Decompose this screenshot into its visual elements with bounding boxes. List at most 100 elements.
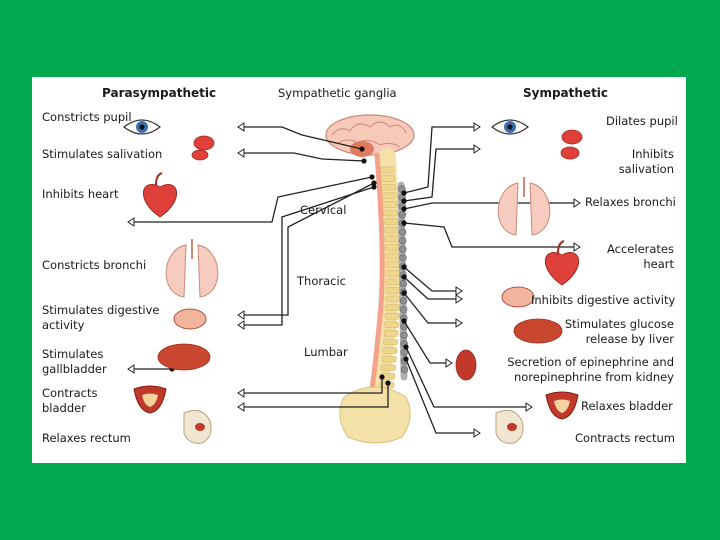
region-thoracic: Thoracic: [297, 274, 346, 289]
pathway-arrow: [128, 218, 134, 226]
pathway-arrow: [474, 123, 480, 131]
symp-stomach-icon: [502, 287, 534, 307]
para-relaxes-rectum: Relaxes rectum: [42, 431, 131, 446]
symp-salivary-gland-icon-2: [561, 147, 579, 159]
vertebra: [383, 348, 397, 354]
symp-pathway-pupil: [404, 127, 480, 193]
pathway-arrow: [238, 403, 244, 411]
vertebra: [385, 322, 399, 328]
vertebra: [384, 330, 398, 336]
pathway-arrow: [456, 319, 462, 327]
vertebra: [381, 176, 395, 182]
pathway-arrow: [128, 365, 134, 373]
symp-pathway-liver: [404, 293, 462, 323]
para-pathway-salivation: [238, 153, 364, 161]
region-cervical: Cervical: [300, 203, 346, 218]
ganglion: [400, 297, 407, 304]
symp-rectum-icon: [496, 410, 523, 443]
symp-inhibits-salivation: Inhibits salivation: [602, 147, 674, 177]
para-salivary-gland-icon-2: [192, 150, 208, 160]
vertebra: [381, 184, 395, 190]
vertebra: [383, 201, 397, 207]
pathway-arrow: [474, 145, 480, 153]
ganglion: [399, 211, 406, 218]
symp-stimulates-glucose: Stimulates glucose release by liver: [552, 317, 674, 347]
para-liver-icon: [158, 344, 210, 370]
vertebra: [382, 193, 396, 199]
symp-contracts-rectum: Contracts rectum: [575, 431, 675, 446]
sympathetic-ganglia-header: Sympathetic ganglia: [278, 86, 397, 101]
symp-pathway-heart: [404, 223, 580, 247]
para-stimulates-gallbladder: Stimulates gallbladder: [42, 347, 107, 377]
vertebra: [386, 253, 400, 259]
symp-pathway-bronchi: [404, 203, 580, 209]
vertebra: [386, 279, 400, 285]
para-stimulates-salivation: Stimulates salivation: [42, 147, 162, 162]
ganglion: [399, 246, 406, 253]
para-salivary-gland-icon: [194, 136, 214, 150]
symp-accelerates-heart: Accelerates heart: [592, 242, 674, 272]
vertebra: [385, 244, 399, 250]
pathway-arrow: [238, 321, 244, 329]
pathway-arrow: [526, 403, 532, 411]
para-bladder-icon: [134, 386, 166, 413]
pathway-arrow: [456, 287, 462, 295]
vertebra: [386, 270, 400, 276]
brain-icon: [326, 115, 414, 157]
parasympathetic-header: Parasympathetic: [102, 86, 216, 101]
vertebra: [385, 313, 399, 319]
ganglion: [401, 366, 408, 373]
pathway-arrow: [238, 311, 244, 319]
para-heart-icon: [143, 173, 176, 217]
vertebra: [385, 236, 399, 242]
vertebra: [386, 262, 400, 268]
diagram-panel: Parasympathetic Sympathetic ganglia Symp…: [32, 77, 686, 463]
sympathetic-header: Sympathetic: [523, 86, 608, 101]
symp-relaxes-bladder: Relaxes bladder: [581, 399, 673, 414]
region-lumbar: Lumbar: [304, 345, 348, 360]
symp-pathway-salivation: [404, 149, 480, 201]
pathway-arrow: [456, 295, 462, 303]
para-stomach-icon: [174, 309, 206, 329]
para-stimulates-digestive: Stimulates digestive activity: [42, 303, 159, 333]
nerve-pathways: [128, 123, 580, 437]
para-constricts-bronchi: Constricts bronchi: [42, 258, 146, 273]
vertebra: [385, 305, 399, 311]
symp-dilates-pupil: Dilates pupil: [606, 114, 678, 129]
para-contracts-bladder: Contracts bladder: [42, 386, 97, 416]
symp-secretion-epinephrine: Secretion of epinephrine and norepinephr…: [502, 355, 674, 385]
symp-bladder-icon: [546, 392, 578, 419]
symp-lungs-icon: [498, 177, 550, 235]
para-inhibits-heart: Inhibits heart: [42, 187, 118, 202]
symp-relaxes-bronchi: Relaxes bronchi: [585, 195, 676, 210]
vertebra: [382, 365, 396, 371]
pathway-arrow: [238, 123, 244, 131]
symp-inhibits-digestive: Inhibits digestive activity: [531, 293, 675, 308]
pathway-arrow: [574, 243, 580, 251]
para-rectum-icon: [184, 410, 211, 443]
vertebra: [384, 210, 398, 216]
pathway-arrow: [238, 389, 244, 397]
vertebra: [384, 219, 398, 225]
ganglion: [400, 254, 407, 261]
symp-eye-icon: [492, 120, 528, 134]
symp-salivary-gland-icon: [562, 130, 582, 144]
symp-pathway-digestive: [404, 267, 462, 291]
pathway-arrow: [474, 429, 480, 437]
ganglion: [399, 237, 406, 244]
pathway-arrow: [238, 149, 244, 157]
pathway-arrow: [574, 199, 580, 207]
vertebra: [386, 296, 400, 302]
para-lungs-icon: [166, 239, 218, 297]
ganglion: [400, 306, 407, 313]
para-constricts-pupil: Constricts pupil: [42, 110, 132, 125]
ganglion: [399, 229, 406, 236]
vertebra: [382, 356, 396, 362]
vertebra: [384, 339, 398, 345]
symp-pathway-digestive-2: [404, 277, 462, 299]
ganglion: [400, 280, 407, 287]
symp-kidney-icon: [456, 350, 476, 380]
pathway-arrow: [446, 359, 452, 367]
vertebra: [385, 227, 399, 233]
ganglion: [401, 349, 408, 356]
